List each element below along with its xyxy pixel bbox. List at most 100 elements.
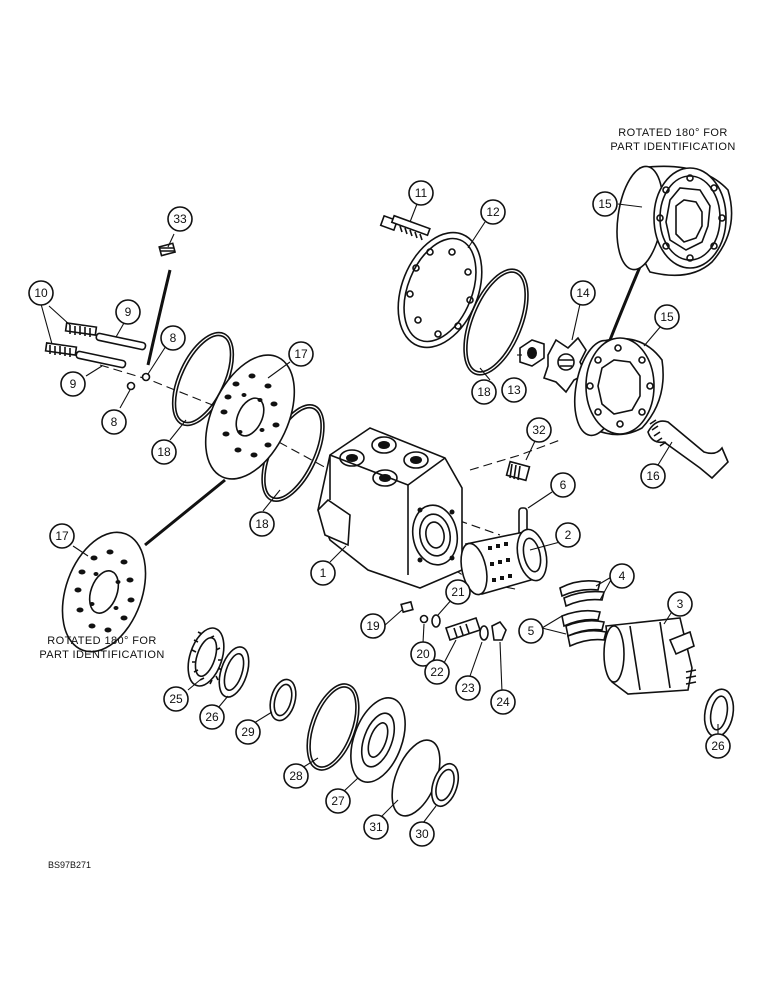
callout-25-label: 25 <box>169 692 183 706</box>
callout-4: 4 <box>609 563 635 589</box>
callout-15a: 15 <box>592 191 618 217</box>
callout-26a: 26 <box>199 704 225 730</box>
callout-27: 27 <box>325 788 351 814</box>
part-33-spring <box>158 242 177 257</box>
part-15-gerotor-rotated <box>616 165 733 277</box>
callout-2-label: 2 <box>565 528 572 542</box>
callout-4-label: 4 <box>619 569 626 583</box>
callout-5-label: 5 <box>528 624 535 638</box>
callout-30: 30 <box>409 821 435 847</box>
callout-6-label: 6 <box>560 478 567 492</box>
callout-8b: 8 <box>101 409 127 435</box>
callout-18b-label: 18 <box>255 517 269 531</box>
part-26-seal-right <box>703 688 735 738</box>
callout-2: 2 <box>555 522 581 548</box>
note-rotated-top-line1: ROTATED 180° FOR <box>618 127 728 139</box>
part-17-plate-rotated <box>61 531 147 653</box>
callout-8a: 8 <box>160 325 186 351</box>
part-10-springs <box>44 322 98 357</box>
part-12-end-cap <box>397 231 483 349</box>
callout-9b-label: 9 <box>70 377 77 391</box>
callout-21: 21 <box>445 579 471 605</box>
part-14-star-gear <box>542 336 588 394</box>
callout-16-label: 16 <box>646 469 660 483</box>
part-11-bolt <box>379 214 431 241</box>
callout-17a: 17 <box>288 341 314 367</box>
callout-15b: 15 <box>654 304 680 330</box>
callout-18c: 18 <box>471 379 497 405</box>
callout-17b: 17 <box>49 523 75 549</box>
part-9-pins <box>75 332 147 369</box>
part-3-spool <box>603 617 697 695</box>
callout-15a-label: 15 <box>598 197 612 211</box>
part-1-housing <box>317 427 463 589</box>
callout-19-label: 19 <box>366 619 380 633</box>
callout-8b-label: 8 <box>111 415 118 429</box>
part-16-drive-shaft <box>647 419 729 480</box>
note-rotated-left-line2: PART IDENTIFICATION <box>39 649 165 661</box>
part-30-seal <box>430 762 460 808</box>
callout-18a: 18 <box>151 439 177 465</box>
callout-32: 32 <box>526 417 552 443</box>
callout-1: 1 <box>310 560 336 586</box>
note-rotated-top: ROTATED 180° FOR PART IDENTIFICATION <box>598 126 748 154</box>
part-32-plug <box>505 460 531 482</box>
callout-33-label: 33 <box>173 212 187 226</box>
figure-code: BS97B271 <box>48 860 92 870</box>
callout-14-label: 14 <box>576 286 590 300</box>
callout-13: 13 <box>501 377 527 403</box>
callout-18c-label: 18 <box>477 385 491 399</box>
callout-25: 25 <box>163 686 189 712</box>
callout-22: 22 <box>424 659 450 685</box>
callout-5: 5 <box>518 618 544 644</box>
callout-15b-label: 15 <box>660 310 674 324</box>
note-rotated-top-line2: PART IDENTIFICATION <box>610 141 736 153</box>
callout-20-label: 20 <box>416 647 430 661</box>
callout-11-label: 11 <box>415 186 428 200</box>
part-19-24-check-valve <box>400 600 507 642</box>
part-18-seal-ring-top <box>463 268 529 376</box>
callout-10: 10 <box>28 280 54 306</box>
callout-9b: 9 <box>60 371 86 397</box>
callout-6: 6 <box>550 472 576 498</box>
callout-17a-label: 17 <box>294 347 308 361</box>
callout-32-label: 32 <box>532 423 546 437</box>
callout-3: 3 <box>667 591 693 617</box>
callout-31: 31 <box>363 814 389 840</box>
part-2-spool-sleeve <box>460 528 548 596</box>
callout-26b-label: 26 <box>711 739 725 753</box>
part-13-spacer <box>519 339 545 367</box>
callout-28: 28 <box>283 763 309 789</box>
callout-11: 11 <box>408 180 434 206</box>
part-26-seal-left <box>218 646 250 698</box>
callout-23: 23 <box>455 675 481 701</box>
part-27-gland <box>350 697 406 783</box>
callout-9a-label: 9 <box>125 305 132 319</box>
callout-19: 19 <box>360 613 386 639</box>
part-29-ring <box>269 678 297 722</box>
callout-3-label: 3 <box>677 597 684 611</box>
callout-8a-label: 8 <box>170 331 177 345</box>
callout-27-label: 27 <box>331 794 345 808</box>
callout-24-label: 24 <box>496 695 510 709</box>
callout-24: 24 <box>490 689 516 715</box>
callout-12-label: 12 <box>486 205 500 219</box>
note-rotated-left-line1: ROTATED 180° FOR <box>47 635 157 647</box>
callout-28-label: 28 <box>289 769 303 783</box>
callout-9a: 9 <box>115 299 141 325</box>
callout-22-label: 22 <box>430 665 444 679</box>
callout-1-label: 1 <box>320 566 327 580</box>
part-25-bearing <box>187 627 225 687</box>
callout-14: 14 <box>570 280 596 306</box>
callout-30-label: 30 <box>415 827 429 841</box>
callout-18b: 18 <box>249 511 275 537</box>
part-17-plate <box>204 354 296 480</box>
part-15-gerotor <box>573 337 664 437</box>
callout-12: 12 <box>480 199 506 225</box>
callout-10-label: 10 <box>34 286 48 300</box>
part-4-5-centering-springs <box>559 580 607 648</box>
callout-23-label: 23 <box>461 681 475 695</box>
callout-20: 20 <box>410 641 436 667</box>
callout-26b: 26 <box>705 733 731 759</box>
